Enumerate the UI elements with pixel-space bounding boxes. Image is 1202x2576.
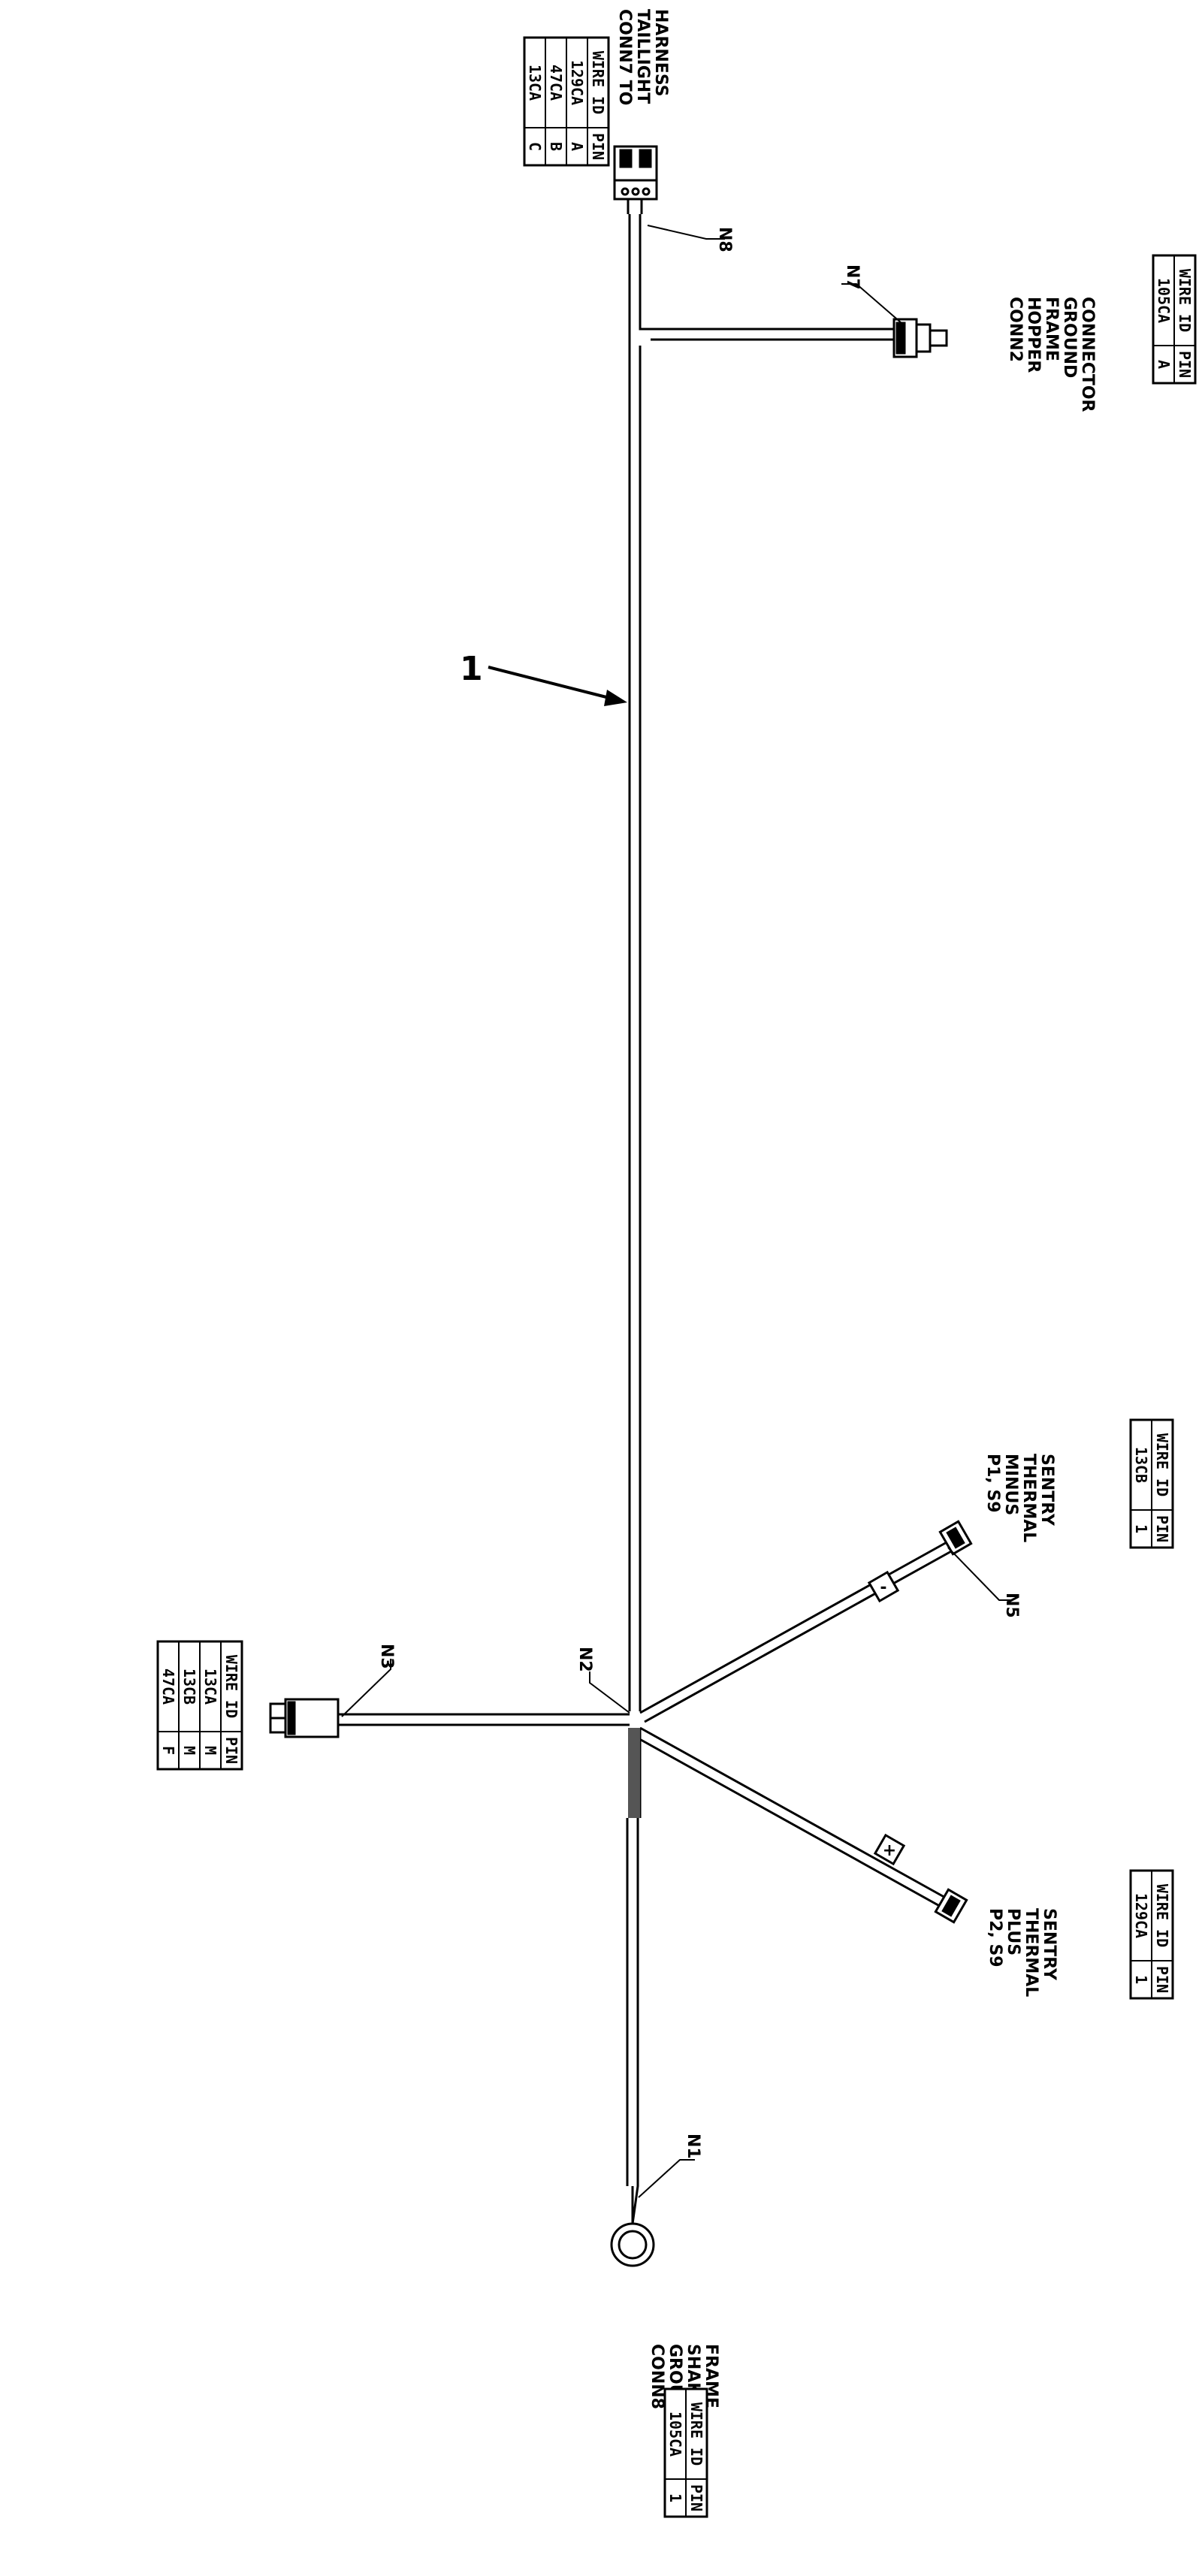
conn7-label-line: TAILLIGHT [633,9,652,104]
table-cell-wire-id: 13CB [180,1669,198,1705]
plus-marker: + [873,1833,906,1866]
table-header-pin: PIN [1153,1515,1171,1542]
p2-wire-table: WIRE ID PIN 129CA 1 [1129,1869,1174,2000]
n1-leader [638,2159,695,2198]
table-cell-wire-id: 129CA [1132,1893,1150,1938]
table-cell-pin: 1 [666,2493,684,2502]
shaker-motor-branch-wire [338,1713,630,1726]
callout-number: 1 [460,650,483,688]
p1-label-line: THERMAL [1019,1454,1038,1542]
table-header-pin: PIN [222,1737,240,1764]
conn7-connector-symbol [613,145,658,201]
taillight-lead-wire [627,199,643,214]
p1-label-line: SENTRY [1037,1454,1056,1527]
table-cell-pin: 1 [1132,1975,1150,1984]
conn7-label-line: CONN7 TO [615,9,634,105]
node-n1-label: N1 [684,2134,702,2159]
table-cell-pin: M [201,1746,219,1755]
minus-sign: - [880,1578,886,1597]
table-header-wire-id: WIRE ID [222,1655,240,1718]
conn2-label-line: FRAME [1042,297,1061,361]
table-header-wire-id: WIRE ID [1153,1884,1171,1947]
n5-leader [947,1547,1010,1601]
conn8-wire-table: WIRE ID PIN 105CA 1 [663,2387,708,2518]
table-cell-wire-id: 13CA [526,65,544,101]
conn2-label-line: CONNECTOR [1078,297,1097,412]
table-cell-pin: 1 [1132,1524,1150,1533]
p1-label-line: MINUS [1001,1454,1020,1515]
table-header-pin: PIN [687,2484,705,2511]
table-header-wire-id: WIRE ID [687,2402,705,2466]
conn2-label-line: CONN2 [1006,297,1025,362]
splice-sleeve [628,1728,640,1818]
plus-branch-wire [635,1726,949,1910]
node-n5-label: N5 [1002,1593,1021,1618]
table-header-wire-id: WIRE ID [1153,1433,1171,1496]
plus-sign: + [883,1841,896,1860]
conn2-connector-symbol [892,318,948,358]
conn2-label-line: GROUND [1060,297,1079,378]
p2-label-line: P2, S9 [986,1908,1004,1967]
node-n3-label: N3 [377,1644,396,1669]
table-cell-wire-id: 13CA [201,1669,219,1705]
table-header-pin: PIN [589,133,607,160]
table-cell-wire-id: 47CA [159,1669,177,1705]
table-cell-wire-id: 13CB [1132,1447,1150,1483]
main-trunk-wire-inner [639,214,894,331]
node-n2-label: N2 [575,1647,594,1672]
p2-connector-symbol [934,1888,968,1924]
callout-1: 1 [460,650,627,706]
n8-leader [647,225,725,240]
conn7-wire-table: WIRE ID PIN 129CA A 47CA B 13CA C [523,36,610,167]
table-header-wire-id: WIRE ID [1176,269,1194,332]
n2-leader [589,1672,630,1714]
table-cell-pin: M [180,1746,198,1755]
minus-marker: - [867,1570,900,1603]
table-header-wire-id: WIRE ID [589,51,607,114]
p1-connector-symbol [938,1520,973,1556]
table-cell-pin: F [159,1746,177,1755]
table-cell-pin: A [568,142,586,151]
conn2-wire-table: WIRE ID PIN 105CA A [1152,254,1197,385]
node-n7-label: N7 [843,264,862,290]
n3-leader [341,1659,391,1717]
table-header-pin: PIN [1176,351,1194,378]
table-header-pin: PIN [1153,1966,1171,1993]
table-cell-wire-id: 105CA [1155,278,1173,323]
table-cell-pin: B [547,142,565,151]
mtr1-connector-symbol [269,1698,340,1738]
table-cell-pin: C [526,142,544,151]
table-cell-wire-id: 47CA [547,65,565,101]
n7-leader [841,283,902,324]
conn8-ring-terminal-symbol [610,2222,655,2267]
table-cell-pin: A [1155,360,1173,369]
table-cell-wire-id: 105CA [666,2411,684,2457]
conn2-label-line: HOPPER [1024,297,1043,373]
node-n8-label: N8 [715,227,734,252]
ground-tail-lower [626,1818,639,2224]
p2-label-line: SENTRY [1040,1908,1059,1981]
conn8-label-line: CONN8 [648,2344,666,2409]
mtr1-wire-table: WIRE ID PIN 13CA M 13CB M 47CA F [156,1640,243,1771]
p1-wire-table: WIRE ID PIN 13CB 1 [1129,1418,1174,1549]
p2-label-line: PLUS [1004,1908,1022,1955]
p2-label-line: THERMAL [1022,1908,1040,1997]
p1-label-line: P1, S9 [983,1454,1002,1513]
conn7-label-line: HARNESS [651,9,670,97]
table-cell-wire-id: 129CA [568,60,586,105]
minus-branch-wire [639,1540,953,1723]
